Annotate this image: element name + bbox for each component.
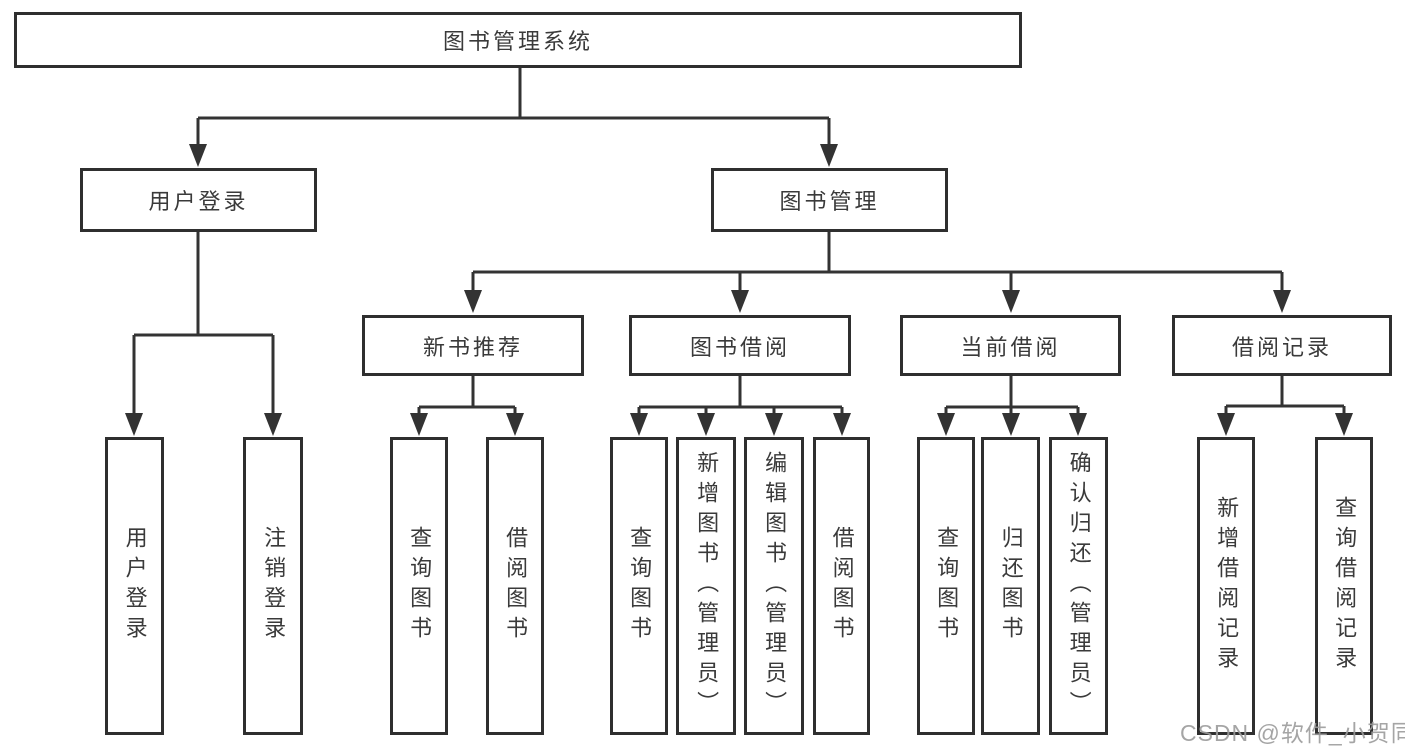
node-borrow-records-label: 借阅记录 [1231,334,1332,360]
leaf-logout-label: 注销登录 [261,526,287,646]
leaf-cb-query-books: 查询图书 [917,437,975,735]
connector-root-to-level2 [196,68,831,150]
leaf-nb-query-books: 查询图书 [390,437,448,735]
leaf-bb-add-books-admin: 新增图书（管理员） [676,437,736,735]
leaf-bb-borrow-books-label: 借阅图书 [829,526,855,646]
leaf-br-add-record: 新增借阅记录 [1197,437,1255,735]
leaf-bb-query-books: 查询图书 [610,437,668,735]
leaf-cb-return-books-label: 归还图书 [998,526,1024,646]
leaf-br-add-record-label: 新增借阅记录 [1214,496,1240,676]
leaf-cb-query-books-label: 查询图书 [934,526,960,646]
node-book-borrow-label: 图书借阅 [689,334,790,360]
arrowhead-icons [125,144,1353,436]
node-user-login-label: 用户登录 [148,189,249,214]
leaf-nb-query-books-label: 查询图书 [407,526,433,646]
leaf-cb-confirm-return-admin-label: 确认归还（管理员） [1066,451,1092,721]
connector-book-borrow-branch [637,376,844,418]
node-book-borrow: 图书借阅 [629,315,851,376]
node-book-management-label: 图书管理 [779,189,880,214]
node-new-book-recommend: 新书推荐 [362,315,584,376]
node-new-book-recommend-label: 新书推荐 [422,334,523,360]
connector-book-management-branch [471,232,1284,296]
leaf-nb-borrow-books-label: 借阅图书 [503,526,529,646]
leaf-bb-edit-books-admin-label: 编辑图书（管理员） [762,451,788,721]
leaf-bb-query-books-label: 查询图书 [627,526,653,646]
node-book-management-system-label: 图书管理系统 [442,29,593,54]
leaf-bb-edit-books-admin: 编辑图书（管理员） [744,437,804,735]
leaf-bb-borrow-books: 借阅图书 [813,437,870,735]
connector-current-borrow-branch [944,376,1080,418]
csdn-watermark: CSDN @软件_小贺同学 [1180,720,1405,746]
connector-new-book-branch [417,376,517,418]
node-book-management-system: 图书管理系统 [14,12,1022,68]
leaf-cb-confirm-return-admin: 确认归还（管理员） [1049,437,1108,735]
leaf-nb-borrow-books: 借阅图书 [486,437,544,735]
leaf-bb-add-books-admin-label: 新增图书（管理员） [694,451,720,721]
leaf-logout: 注销登录 [243,437,303,735]
node-borrow-records: 借阅记录 [1172,315,1392,376]
node-current-borrow: 当前借阅 [900,315,1121,376]
leaf-user-login: 用户登录 [105,437,164,735]
leaf-user-login-label: 用户登录 [122,526,148,646]
leaf-cb-return-books: 归还图书 [981,437,1040,735]
connector-user-login-branch [132,232,275,418]
node-user-login: 用户登录 [80,168,317,232]
leaf-br-query-record: 查询借阅记录 [1315,437,1373,735]
node-current-borrow-label: 当前借阅 [960,334,1061,360]
leaf-br-query-record-label: 查询借阅记录 [1332,496,1358,676]
node-book-management: 图书管理 [711,168,948,232]
connector-borrow-record-branch [1224,376,1346,418]
